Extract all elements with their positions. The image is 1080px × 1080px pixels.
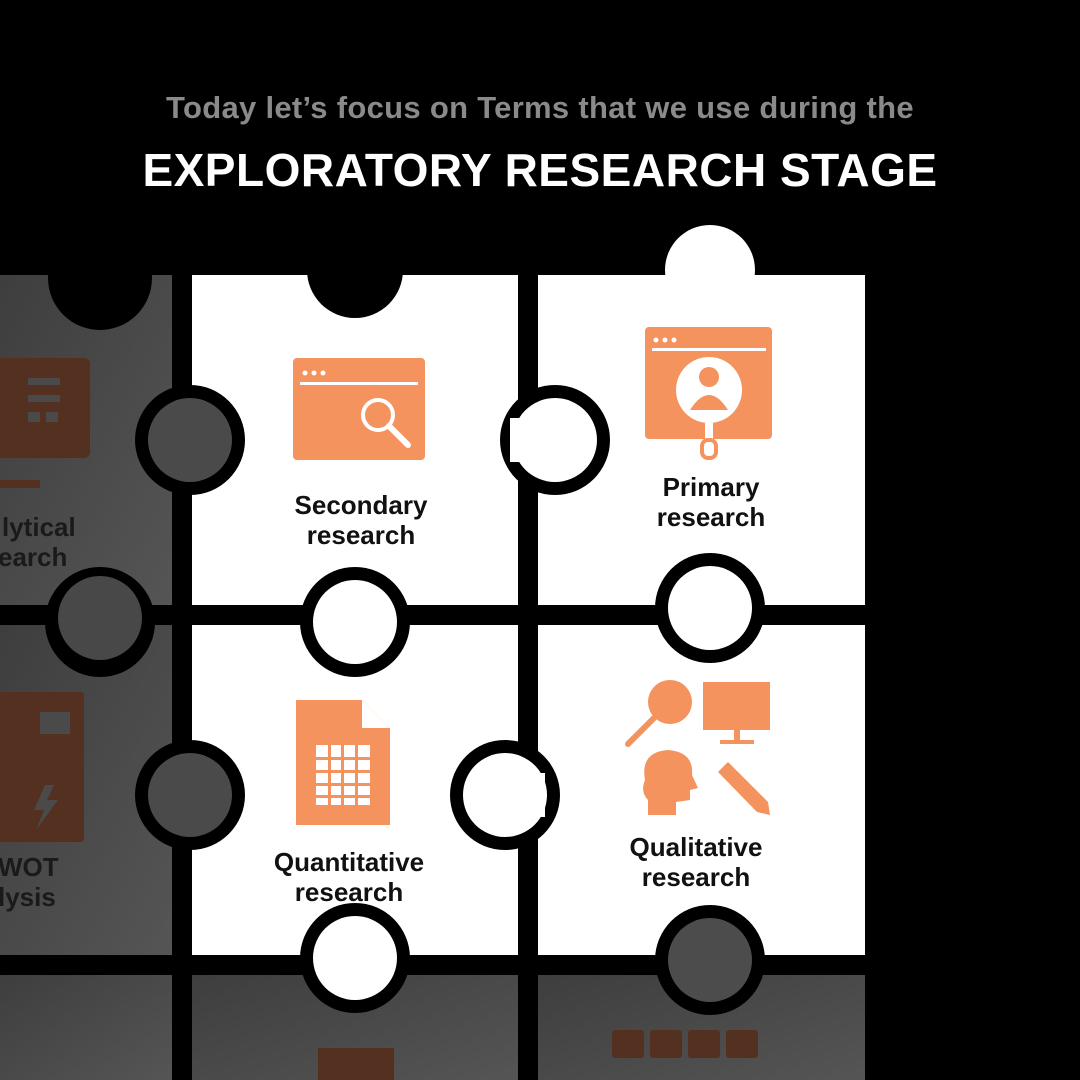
subtitle: Today let’s focus on Terms that we use d… <box>166 90 914 125</box>
browser-user-search-icon <box>645 327 772 460</box>
piece-label-qualitative: Qualitative research <box>566 832 826 892</box>
qualitative-tools-icon <box>625 680 770 815</box>
piece-label-primary: Primary research <box>581 472 841 532</box>
label-line: lytical <box>2 512 76 542</box>
piece-label-quantitative: Quantitative research <box>219 847 479 907</box>
piece-qualitative <box>538 625 865 955</box>
page-title: EXPLORATORY RESEARCH STAGE <box>142 144 938 196</box>
label-line: WOT <box>0 852 59 882</box>
label-line: Quantitative <box>273 847 425 877</box>
label-line: lysis <box>0 882 56 912</box>
label-line: earch <box>0 542 68 572</box>
dimmed-label-analytical: lytical earch <box>0 512 262 572</box>
piece-label-secondary: Secondary research <box>231 490 491 550</box>
dimmed-label-swot: WOT lysis <box>0 852 258 912</box>
label-line: research <box>656 502 766 532</box>
label-line: research <box>294 877 404 907</box>
label-line: Primary <box>662 472 760 502</box>
swot-icon <box>0 692 84 842</box>
monitor-dashboard-icon <box>0 358 90 488</box>
label-line: Secondary <box>294 490 428 520</box>
dimmed-piece <box>0 975 172 1080</box>
label-line: Qualitative <box>629 832 763 862</box>
spreadsheet-document-icon <box>296 700 390 825</box>
dimmed-icon <box>318 1030 758 1080</box>
browser-search-icon <box>293 358 425 460</box>
label-line: research <box>306 520 416 550</box>
label-line: research <box>641 862 751 892</box>
